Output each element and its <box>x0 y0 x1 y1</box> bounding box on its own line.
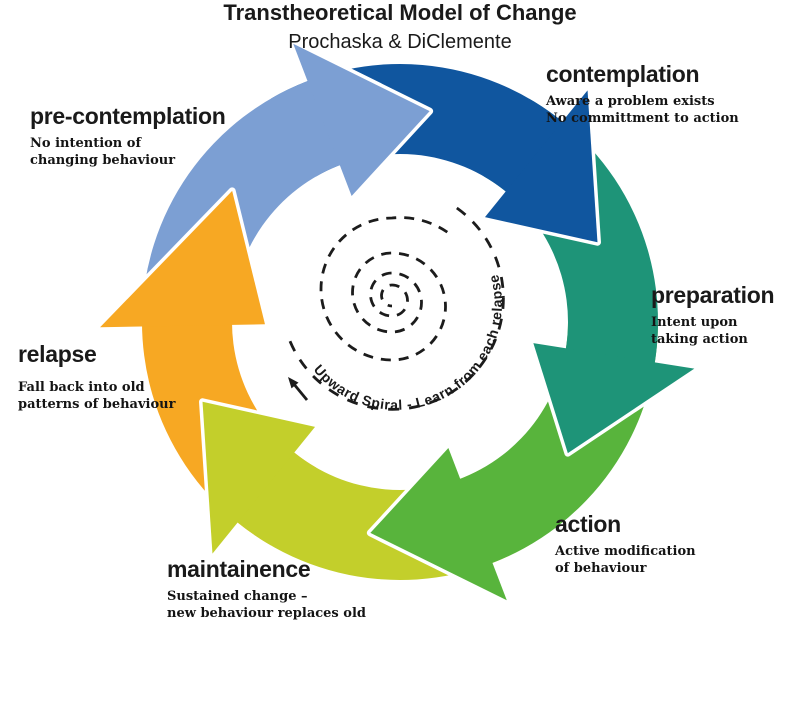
stage-label-pre-contemplation: pre-contemplation No intention of changi… <box>30 104 226 169</box>
arrow-head-pre-contemplation <box>293 43 430 196</box>
stage-desc-pre-contemplation: No intention of changing behaviour <box>30 136 176 169</box>
stage-name-contemplation: contemplation <box>546 61 700 87</box>
arrow-head-edge-action <box>366 445 509 604</box>
stage-label-relapse: relapse Fall back into old patterns of b… <box>18 342 175 413</box>
arrow-head-relapse <box>100 190 265 328</box>
arrow-head-action <box>370 448 507 601</box>
arrow-head-maintainence <box>202 401 316 554</box>
spiral-path <box>319 216 449 362</box>
stage-desc-preparation: Intent upon taking action <box>651 315 748 348</box>
arrow-head-preparation <box>533 343 695 454</box>
title-block: Transtheoretical Model of Change Prochas… <box>0 0 800 54</box>
stage-label-maintainence: maintainence Sustained change – new beha… <box>167 557 366 622</box>
arrow-head-edge-preparation <box>529 342 697 457</box>
spiral-arrowhead-tip <box>288 377 299 389</box>
stage-desc-contemplation: Aware a problem exists No committment to… <box>546 94 739 127</box>
diagram-subtitle: Prochaska & DiClemente <box>288 31 512 53</box>
stage-name-pre-contemplation: pre-contemplation <box>30 103 226 129</box>
stage-name-relapse: relapse <box>18 341 97 367</box>
stage-label-contemplation: contemplation Aware a problem exists No … <box>546 62 739 127</box>
spiral-label-text: Upward Spiral - Learn from each relapse <box>311 273 505 413</box>
spiral-label-textpath: Upward Spiral - Learn from each relapse <box>311 273 505 413</box>
stage-desc-maintainence: Sustained change – new behaviour replace… <box>167 589 366 622</box>
stage-label-preparation: preparation Intent upon taking action <box>651 282 775 348</box>
stage-name-maintainence: maintainence <box>167 556 311 582</box>
diagram-title: Transtheoretical Model of Change <box>223 0 577 25</box>
stage-label-action: action Active modification of behaviour <box>555 512 696 577</box>
stage-desc-relapse: Fall back into old patterns of behaviour <box>18 380 176 413</box>
spiral-arrowhead-icon <box>291 382 309 401</box>
stage-name-preparation: preparation <box>651 282 775 308</box>
stage-desc-action: Active modification of behaviour <box>555 544 696 577</box>
stage-name-action: action <box>555 511 621 537</box>
arrow-head-contemplation <box>484 90 598 243</box>
spiral-underline-arc <box>288 204 505 411</box>
arrow-head-edge-pre-contemplation <box>291 40 434 199</box>
